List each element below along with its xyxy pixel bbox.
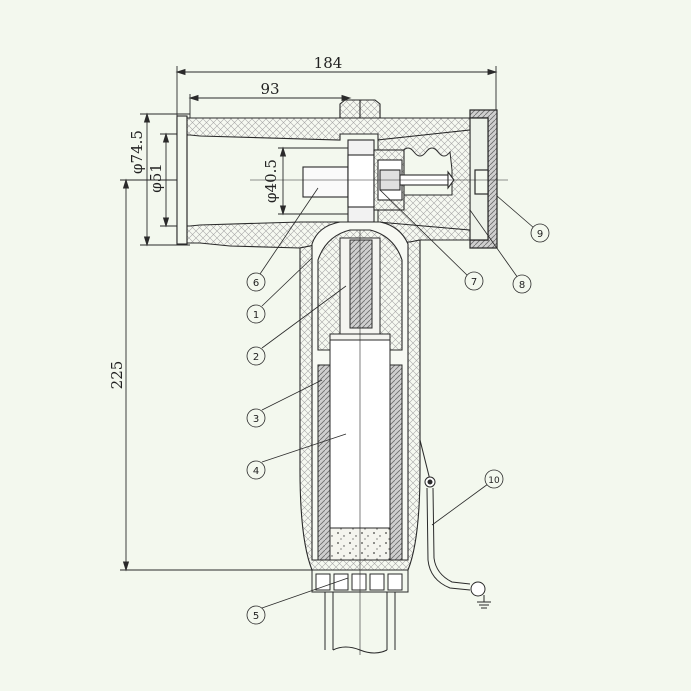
callout-label-2: 2: [253, 352, 259, 363]
dimension-label-184: 184: [314, 54, 343, 72]
callout-7: [379, 189, 484, 291]
callout-4: [246, 433, 347, 480]
callout-5: [246, 577, 349, 625]
callout-6: [246, 187, 319, 292]
dimension-body-depth: [188, 94, 352, 120]
callout-8: [469, 209, 532, 294]
callout-label-1: 1: [253, 310, 259, 321]
callout-3: [246, 379, 323, 428]
callout-2: [246, 285, 347, 366]
end-cap: [469, 109, 498, 249]
dimension-label-dia-51: φ51: [147, 163, 165, 193]
callout-9: [496, 195, 550, 243]
callout-1: [246, 257, 313, 324]
callout-label-6: 6: [253, 278, 259, 289]
dimension-label-dia-74-5: φ74.5: [128, 130, 146, 174]
dimension-label-225: 225: [108, 361, 126, 390]
callout-label-7: 7: [471, 277, 477, 288]
callout-label-4: 4: [253, 466, 259, 477]
dimension-total-width: [175, 66, 498, 120]
dimension-dia-bore: [278, 146, 350, 216]
callout-label-10: 10: [488, 476, 500, 486]
dimension-label-dia-40-5: φ40.5: [262, 159, 280, 203]
dimension-dia-outer: [140, 112, 190, 247]
callout-label-9: 9: [537, 229, 543, 240]
callout-10: [431, 469, 504, 526]
t-head-top-stub: [339, 99, 381, 119]
stress-control-tube: [317, 364, 403, 561]
earth-lead: [419, 439, 491, 609]
dimension-label-93: 93: [260, 80, 279, 98]
callout-label-3: 3: [253, 414, 259, 425]
callout-label-5: 5: [253, 611, 259, 622]
callout-label-8: 8: [519, 280, 525, 291]
dimension-height: [120, 178, 330, 572]
